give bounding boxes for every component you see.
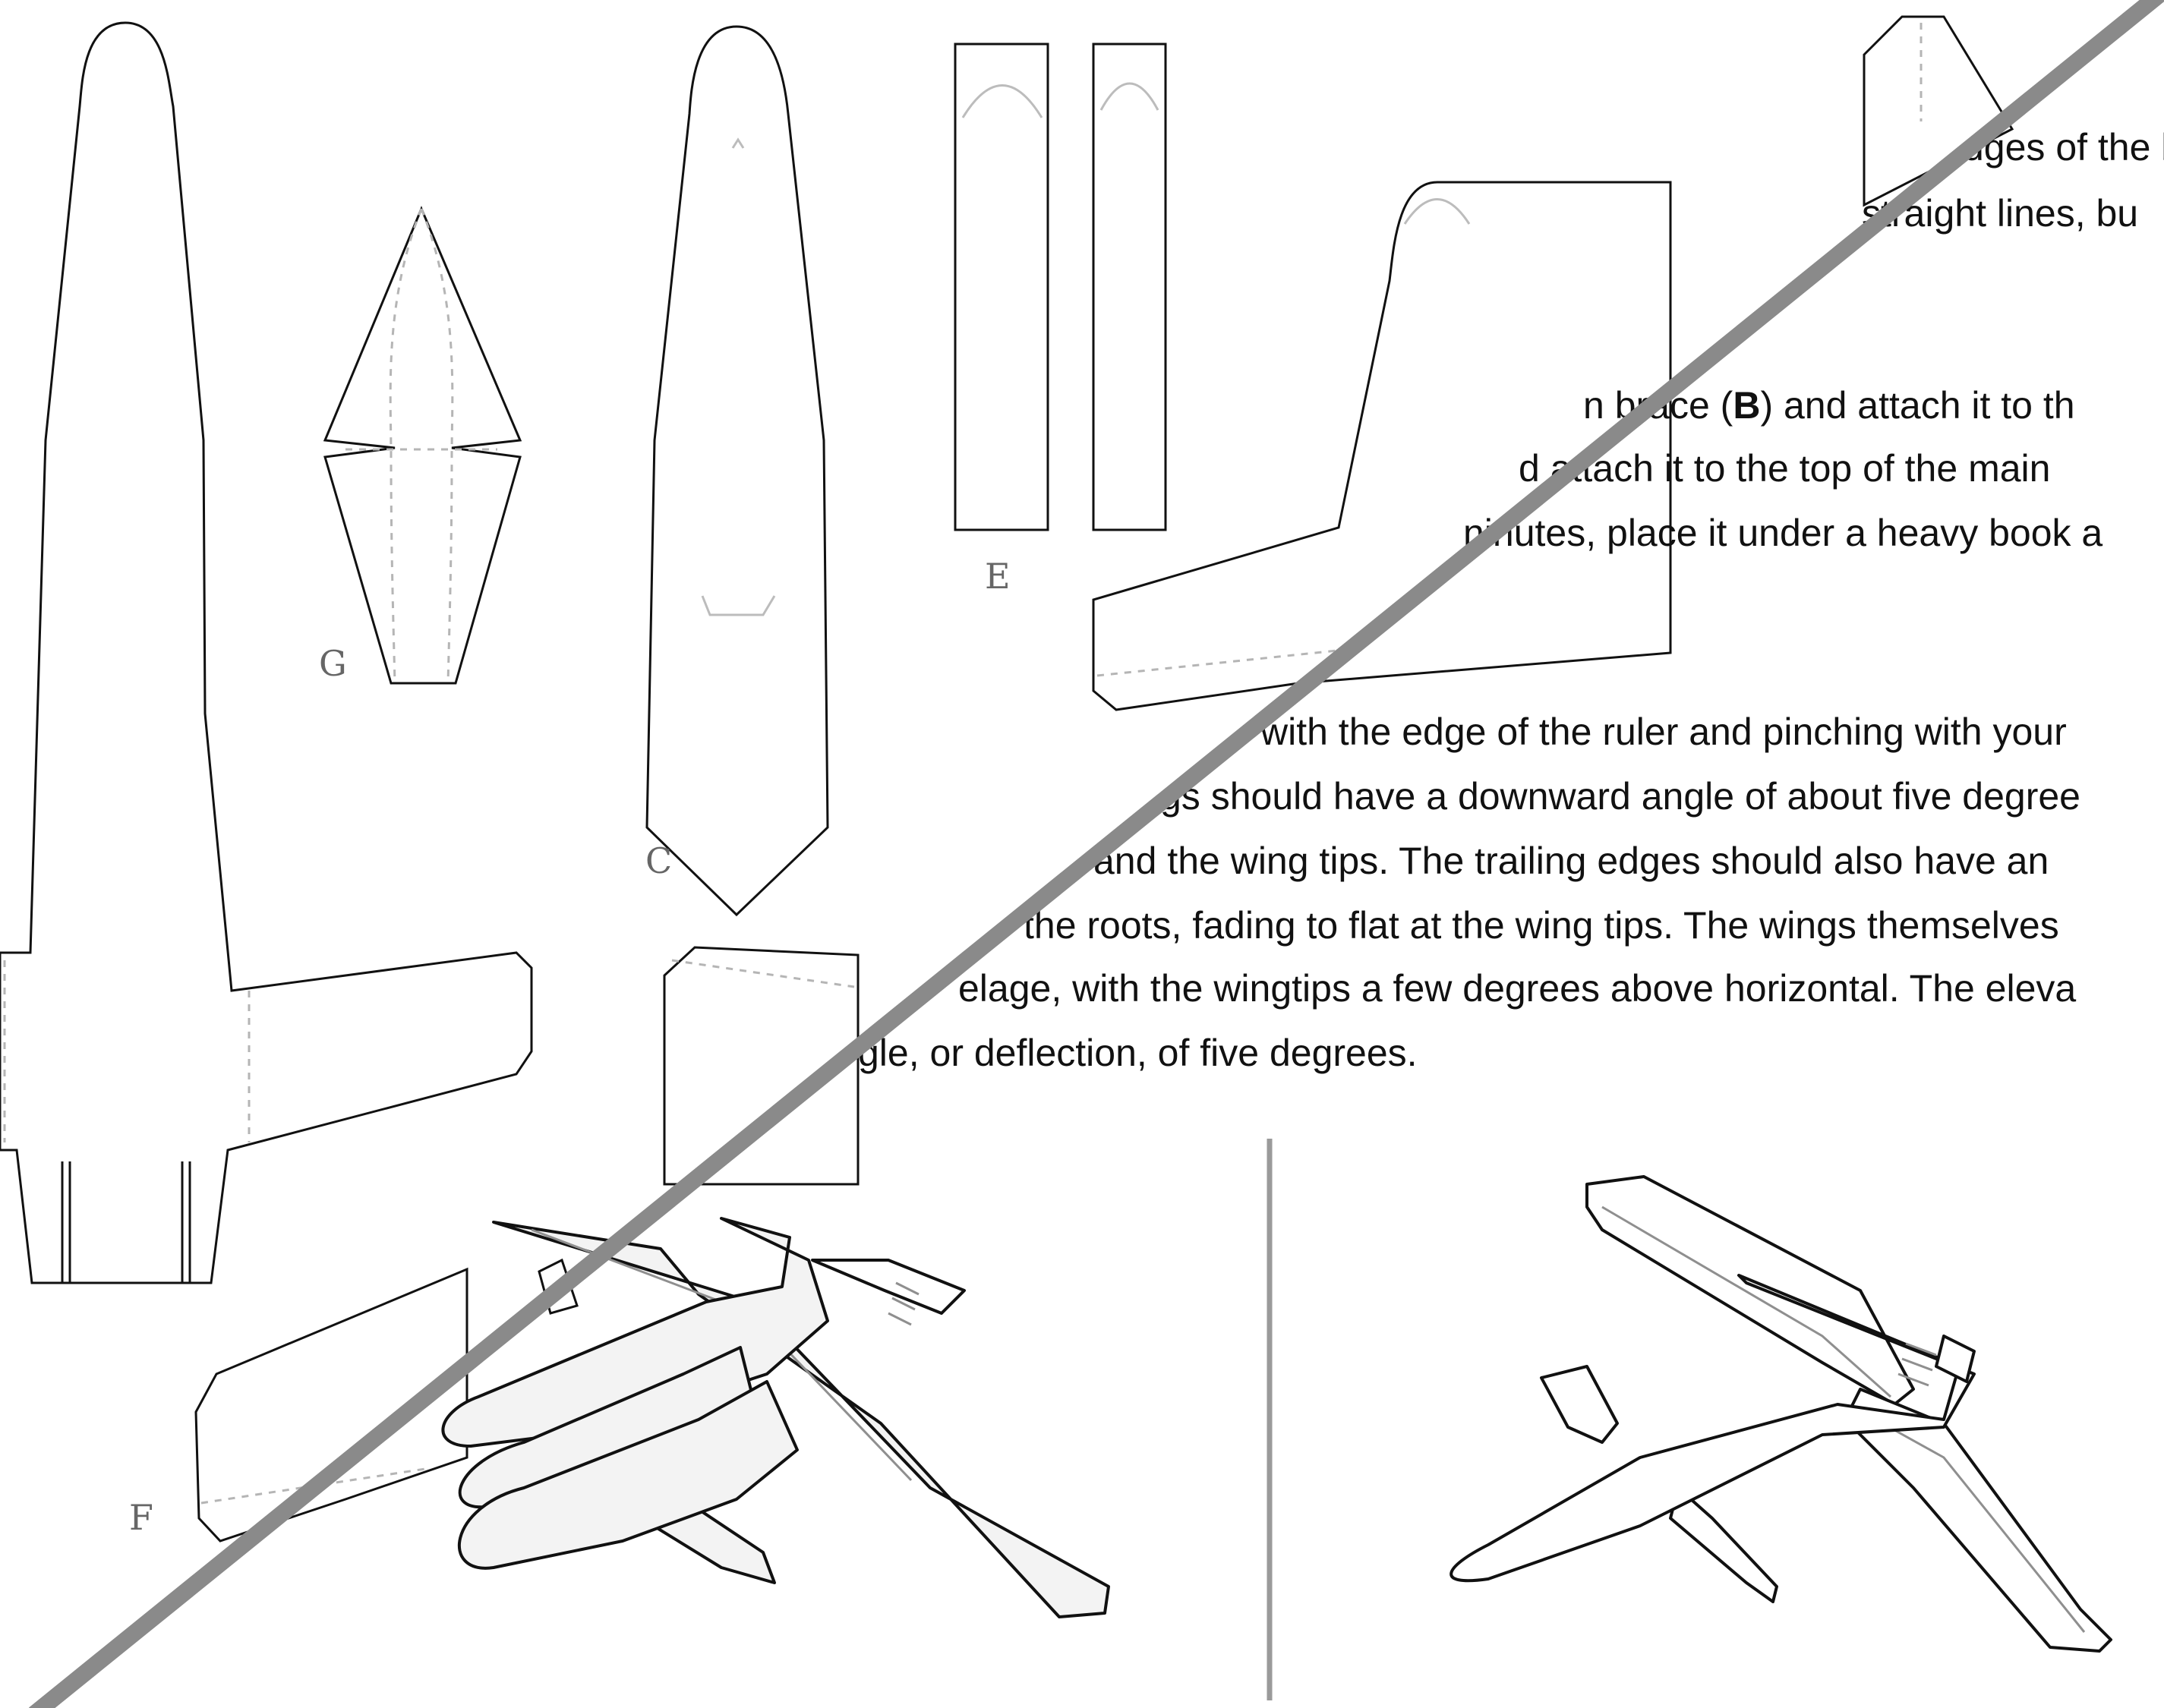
piece-g: G [319, 206, 522, 685]
piece-e-label: E [985, 556, 1011, 597]
instruction-line-3-pre: n brace ( [1583, 384, 1733, 427]
instruction-line-10: elage, with the wingtips a few degrees a… [958, 967, 2077, 1010]
instruction-line-2: straight lines, bu [1862, 192, 2139, 235]
instruction-line-3-post: ) and attach it to th [1760, 384, 2075, 427]
instruction-line-1: dges of the b [1963, 126, 2164, 169]
instruction-line-6: with the edge of the ruler and pinching … [1260, 711, 2067, 753]
instruction-line-3-bold: B [1733, 384, 1761, 427]
instruction-line-9: the roots, fading to flat at the wing ti… [1024, 904, 2059, 947]
piece-g-label: G [319, 643, 347, 684]
assembled-glider-icon [1450, 1175, 2112, 1653]
instruction-line-8: and the wing tips. The trailing edges sh… [1093, 840, 2049, 882]
instruction-line-7: gs should have a downward angle of about… [1160, 775, 2080, 818]
instruction-line-4: d attach it to the top of the main [1519, 447, 2051, 490]
piece-c-label: C [645, 840, 672, 881]
piece-e: E [954, 43, 1167, 597]
instruction-line-5: ninutes, place it under a heavy book a [1463, 512, 2103, 554]
instruction-line-11: gle, or deflection, of five degrees. [858, 1032, 1418, 1074]
instruction-line-3: n brace (B) and attach it to th [1583, 383, 2075, 427]
piece-f-label: F [129, 1497, 153, 1538]
piece-c: C [645, 25, 829, 917]
